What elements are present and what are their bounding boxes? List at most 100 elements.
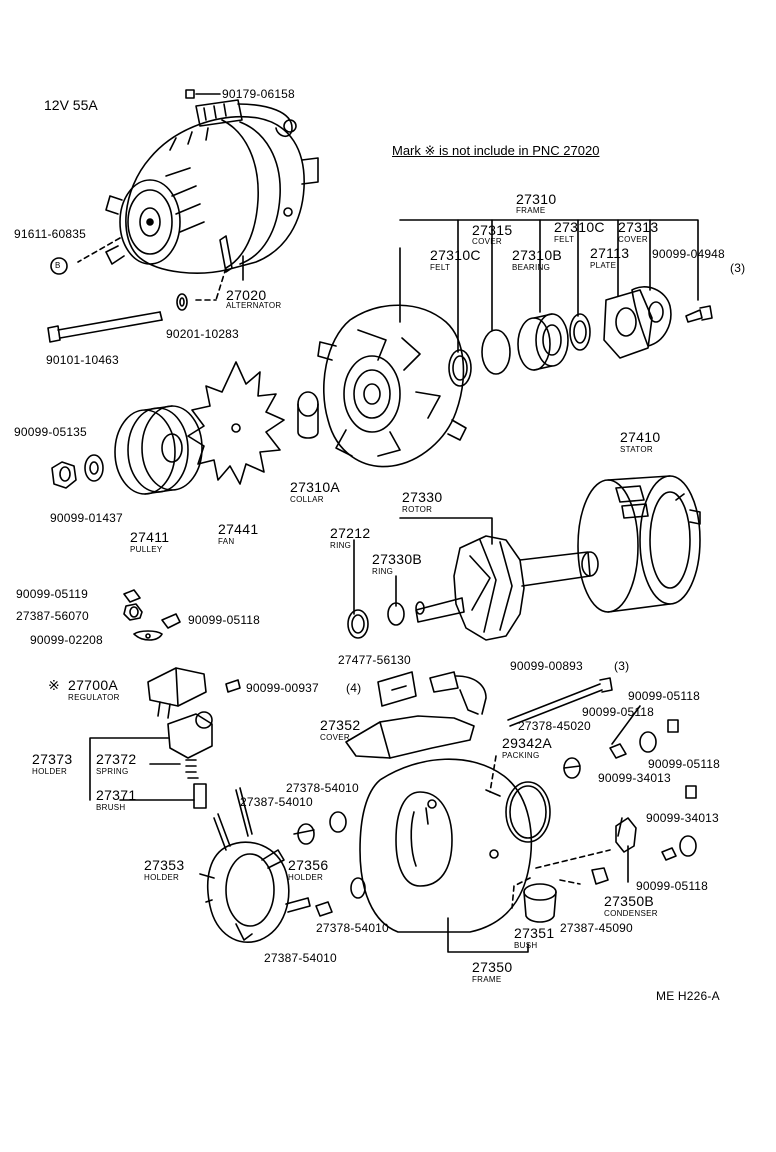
part-27387-56070: 27387-56070	[16, 609, 89, 623]
part-90099-05135: 90099-05135	[14, 425, 87, 439]
part-27410-caption: STATOR	[620, 445, 653, 454]
part-27310-caption: FRAME	[516, 206, 546, 215]
part-27310C-felt-1: 27310C	[430, 247, 481, 263]
part-27387-45090: 27387-45090	[560, 921, 633, 935]
part-27356: 27356	[288, 857, 329, 873]
rotor	[415, 535, 599, 641]
part-27378-54010-b: 27378-54010	[316, 921, 389, 935]
regulator	[147, 667, 207, 719]
thru-bolt	[47, 311, 163, 343]
b-mark-circle	[50, 257, 68, 275]
part-27330-caption: ROTOR	[402, 505, 433, 514]
part-27330B-caption: RING	[372, 567, 394, 576]
part-90099-00937: 90099-00937	[246, 681, 319, 695]
part-27310C-felt-2-caption: FELT	[554, 235, 575, 244]
part-90099-05119: 90099-05119	[16, 587, 89, 601]
part-27315: 27315	[472, 222, 513, 238]
part-27310A-caption: COLLAR	[290, 495, 324, 504]
part-27351-caption: BUSH	[514, 941, 538, 950]
b-mark-label: B	[55, 261, 61, 270]
part-27372-caption: SPRING	[96, 767, 129, 776]
part-27477-56130: 27477-56130	[338, 653, 411, 667]
part-90099-02208: 90099-02208	[30, 633, 103, 647]
pulley	[114, 405, 203, 495]
part-27350B: 27350B	[604, 893, 655, 909]
part-90099-04948-qty: (3)	[730, 261, 746, 275]
part-27352-caption: COVER	[320, 733, 350, 742]
part-27310: 27310	[516, 191, 557, 207]
part-90099-00893-qty: (3)	[614, 659, 630, 673]
part-90099-00893: 90099-00893	[510, 659, 583, 673]
part-90099-34013-a: 90099-34013	[598, 771, 671, 785]
leader-dashed-b	[77, 237, 121, 263]
bearing	[517, 313, 569, 371]
part-27353-caption: HOLDER	[144, 873, 180, 882]
part-27387-54010-b: 27387-54010	[264, 951, 337, 965]
part-27310C-felt-1-caption: FELT	[430, 263, 451, 272]
part-27373-caption: HOLDER	[32, 767, 68, 776]
drive-end-frame	[317, 304, 467, 468]
part-27310A: 27310A	[290, 479, 341, 495]
part-90099-05118-a: 90099-05118	[188, 613, 261, 627]
part-90099-05118-c: 90099-05118	[582, 705, 655, 719]
part-27372: 27372	[96, 751, 137, 767]
part-27350-caption: FRAME	[472, 975, 502, 984]
regulator-not-included-mark: ※	[48, 677, 61, 693]
part-27212: 27212	[330, 525, 371, 541]
part-27315-caption: COVER	[472, 237, 502, 246]
stator	[577, 475, 701, 613]
alternator-assembly	[105, 89, 319, 274]
part-90101-10463: 90101-10463	[46, 353, 119, 367]
part-90099-05118-d: 90099-05118	[648, 757, 721, 771]
voltage-rating-label: 12V 55A	[44, 97, 98, 113]
part-29342A-caption: PACKING	[502, 751, 540, 760]
part-27313-caption: COVER	[618, 235, 648, 244]
part-27020: 27020	[226, 287, 267, 303]
part-90099-01437: 90099-01437	[50, 511, 123, 525]
part-90099-05118-e: 90099-05118	[636, 879, 709, 893]
part-27310B-caption: BEARING	[512, 263, 551, 272]
part-27330: 27330	[402, 489, 443, 505]
part-27350: 27350	[472, 959, 513, 975]
diagram-code: ME H226-A	[656, 989, 720, 1003]
part-27330B: 27330B	[372, 551, 423, 567]
part-27310B: 27310B	[512, 247, 563, 263]
part-90099-34013-b: 90099-34013	[646, 811, 719, 825]
part-27378-45020: 27378-45020	[518, 719, 591, 733]
part-27113: 27113	[590, 245, 630, 261]
part-27350B-caption: CONDENSER	[604, 909, 658, 918]
part-90179-06158: 90179-06158	[222, 87, 295, 101]
part-27441: 27441	[218, 521, 259, 537]
brush-holder-assembly	[167, 711, 213, 809]
part-90099-00937-qty: (4)	[346, 681, 362, 695]
part-27351: 27351	[514, 925, 555, 941]
note-text: Mark ※ is not include in PNC 27020	[392, 143, 600, 158]
part-27212-caption: RING	[330, 541, 352, 550]
part-27373: 27373	[32, 751, 73, 767]
part-27020-caption: ALTERNATOR	[226, 301, 282, 310]
part-90099-04948: 90099-04948	[652, 247, 725, 261]
part-27310C-felt-2: 27310C	[554, 219, 605, 235]
part-27411: 27411	[130, 529, 170, 545]
part-27371: 27371	[96, 787, 137, 803]
part-91611-60835: 91611-60835	[14, 227, 87, 241]
rectifier-cover	[345, 715, 475, 759]
brush-holder-ring	[199, 787, 311, 943]
part-27353: 27353	[144, 857, 185, 873]
part-27410: 27410	[620, 429, 661, 445]
part-27441-caption: FAN	[218, 537, 235, 546]
part-90201-10283: 90201-10283	[166, 327, 239, 341]
part-27352: 27352	[320, 717, 361, 733]
part-27387-54010-a: 27387-54010	[240, 795, 313, 809]
part-90099-05118-b: 90099-05118	[628, 689, 701, 703]
part-27700A-caption: REGULATOR	[68, 693, 120, 702]
part-27700A: 27700A	[68, 677, 119, 693]
part-27378-54010-a: 27378-54010	[286, 781, 359, 795]
part-27371-caption: BRUSH	[96, 803, 126, 812]
part-29342A: 29342A	[502, 735, 553, 751]
rectifier-end-frame	[359, 758, 533, 933]
part-27313: 27313	[618, 219, 659, 235]
part-27113-caption: PLATE	[590, 261, 617, 270]
